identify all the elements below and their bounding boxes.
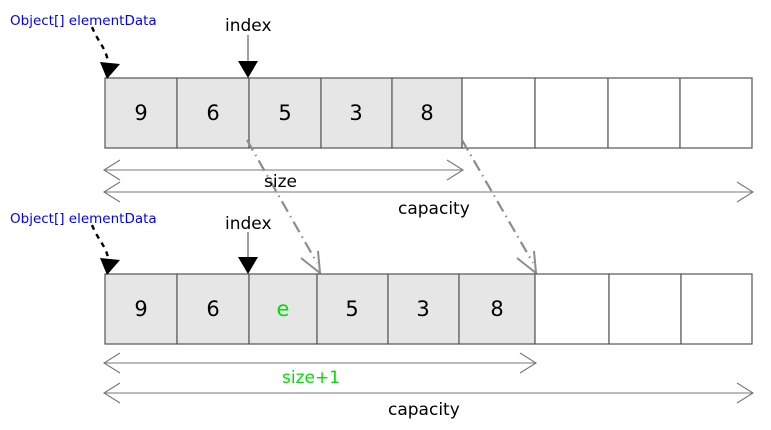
- before-cell-8: [679, 77, 753, 149]
- after-cell-1-value: 6: [206, 297, 219, 321]
- connector-shift-arrow-2: [461, 139, 538, 276]
- before-index-arrowhead: [238, 61, 258, 78]
- before-capacity-label: capacity: [398, 199, 470, 219]
- before-cell-1-value: 6: [206, 101, 219, 125]
- before-elementdata-arrowhead: [100, 62, 120, 79]
- before-elementdata-label: Object[] elementData: [10, 13, 157, 29]
- before-cell-7: [607, 77, 681, 149]
- before-size-measure: [102, 159, 465, 181]
- after-elementdata-label: Object[] elementData: [10, 211, 157, 227]
- after-index-arrowhead: [238, 257, 258, 274]
- after-size-label: size+1: [282, 368, 341, 388]
- after-cell-6: [534, 273, 610, 345]
- after-elementdata-arrowhead: [100, 258, 120, 275]
- after-cell-7: [608, 273, 682, 345]
- after-capacity-measure: [102, 382, 755, 404]
- after-array: 9 6 e 5 3 8: [104, 273, 753, 345]
- before-cell-4-value: 8: [420, 101, 433, 125]
- after-capacity-label: capacity: [388, 400, 460, 420]
- after-cell-4: [387, 273, 460, 345]
- after-cell-3-value: 5: [345, 297, 358, 321]
- before-elementdata-arrow: [90, 26, 120, 79]
- after-cell-0-value: 9: [134, 297, 147, 321]
- after-cell-4-value: 3: [416, 297, 429, 321]
- after-cell-1: [176, 273, 250, 345]
- before-cell-0-value: 9: [134, 101, 147, 125]
- after-cell-5: [458, 273, 536, 345]
- after-size-measure: [102, 352, 538, 374]
- before-capacity-measure: [102, 181, 755, 203]
- before-cell-4: [391, 77, 463, 149]
- after-cell-2-value: e: [277, 297, 290, 321]
- after-index-label: index: [225, 214, 272, 234]
- after-cell-3: [316, 273, 389, 345]
- before-cell-5: [461, 77, 536, 149]
- before-cell-1: [176, 77, 250, 149]
- before-cell-6: [534, 77, 609, 149]
- after-cell-5-value: 8: [490, 297, 503, 321]
- before-index-label: index: [225, 16, 272, 36]
- before-cell-2-value: 5: [278, 101, 291, 125]
- after-cell-0: [104, 273, 178, 345]
- after-cell-8: [680, 273, 753, 345]
- after-elementdata-arrow: [90, 224, 120, 275]
- after-index-pointer: [238, 232, 258, 274]
- before-size-label: size: [264, 172, 297, 192]
- connector-shift-arrow-1: [246, 139, 322, 276]
- before-cell-3-value: 3: [349, 101, 362, 125]
- before-index-pointer: [238, 35, 258, 78]
- before-cell-0: [104, 77, 178, 149]
- before-array: 9 6 5 3 8: [104, 77, 753, 149]
- before-cell-2: [248, 77, 322, 149]
- after-cell-2: [248, 273, 318, 345]
